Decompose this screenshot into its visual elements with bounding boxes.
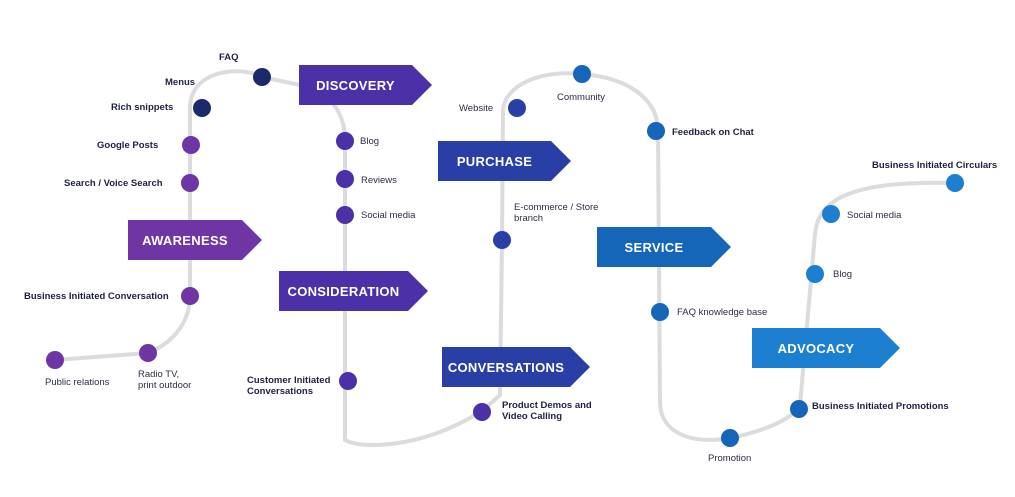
touchpoint-menus-label: Menus xyxy=(165,77,196,88)
stage-conversations: CONVERSATIONS xyxy=(442,347,590,387)
touchpoint-google-posts-dot xyxy=(181,174,199,192)
stage-awareness-label: AWARENESS xyxy=(142,232,228,248)
touchpoint-business-promotions-dot xyxy=(790,400,808,418)
touchpoint-ecommerce-label: E-commerce / Store branch xyxy=(514,202,599,224)
stage-discovery: DISCOVERY xyxy=(299,65,432,105)
touchpoint-public-relations-dot xyxy=(46,351,64,369)
touchpoint-product-demos-dot xyxy=(473,403,491,421)
journey-track-line xyxy=(53,69,957,447)
touchpoint-promotion-dot xyxy=(721,429,739,447)
touchpoint-community-label: Community xyxy=(557,92,606,103)
stage-discovery-label: DISCOVERY xyxy=(316,77,395,93)
touchpoint-social-media-2-label: Social media xyxy=(847,210,902,221)
touchpoint-blog-2-label: Blog xyxy=(833,269,853,280)
touchpoint-business-promotions-label: Business Initiated Promotions xyxy=(812,401,949,412)
touchpoint-blog-dot xyxy=(336,132,354,150)
touchpoint-search-voice-label: Search / Voice Search xyxy=(64,178,163,189)
touchpoint-social-media-2-dot xyxy=(822,205,840,223)
stage-conversations-arrow xyxy=(442,347,590,387)
touchpoint-radio-tv-label: Radio TV, print outdoor xyxy=(138,369,192,391)
touchpoint-feedback-chat-dot xyxy=(647,122,665,140)
touchpoint-google-posts-label: Google Posts xyxy=(97,140,159,151)
stage-consideration: CONSIDERATION xyxy=(279,271,428,311)
touchpoint-radio-tv-dot xyxy=(139,344,157,362)
stage-purchase-label: PURCHASE xyxy=(456,153,533,169)
touchpoint-website-label: Website xyxy=(459,103,494,114)
touchpoint-business-conversation-dot xyxy=(181,287,199,305)
touchpoint-business-conversation-label: Business Initiated Conversation xyxy=(24,291,169,302)
touchpoint-business-circulars-dot xyxy=(946,174,964,192)
stage-conversations-label: CONVERSATIONS xyxy=(447,359,565,375)
stage-purchase-arrow xyxy=(438,141,571,181)
touchpoint-ecommerce-dot xyxy=(493,231,511,249)
touchpoint-reviews-dot xyxy=(336,170,354,188)
stage-service: SERVICE xyxy=(597,227,731,267)
touchpoint-menus-dot xyxy=(193,99,211,117)
stage-purchase: PURCHASE xyxy=(438,141,571,181)
touchpoint-social-media-dot xyxy=(336,206,354,224)
touchpoint-feedback-chat-label: Feedback on Chat xyxy=(672,127,754,138)
touchpoint-social-media-label: Social media xyxy=(361,210,416,221)
touchpoint-customer-conversations-label: Customer Initiated Conversations xyxy=(247,375,331,397)
touchpoint-faq-dot xyxy=(253,68,271,86)
stage-service-arrow xyxy=(597,227,731,267)
touchpoint-promotion-label: Promotion xyxy=(708,453,752,464)
stage-advocacy-label: ADVOCACY xyxy=(777,340,855,356)
touchpoint-blog-label: Blog xyxy=(360,136,380,147)
stage-advocacy: ADVOCACY xyxy=(752,328,900,368)
stage-consideration-label: CONSIDERATION xyxy=(287,283,400,299)
stage-advocacy-arrow xyxy=(752,328,900,368)
touchpoint-community-dot xyxy=(573,65,591,83)
touchpoint-website-dot xyxy=(508,99,526,117)
stage-awareness: AWARENESS xyxy=(128,220,262,260)
touchpoint-public-relations-label: Public relations xyxy=(45,377,110,388)
touchpoint-business-circulars-label: Business Initiated Circulars xyxy=(872,160,998,171)
touchpoint-product-demos-label: Product Demos and Video Calling xyxy=(502,400,592,422)
touchpoint-faq-label: FAQ xyxy=(219,52,239,63)
touchpoint-customer-conversations-dot xyxy=(339,372,357,390)
stage-discovery-arrow xyxy=(299,65,432,105)
touchpoint-reviews-label: Reviews xyxy=(361,175,397,186)
touchpoint-faq-kb-dot xyxy=(651,303,669,321)
stage-service-label: SERVICE xyxy=(624,239,684,255)
touchpoint-blog-2-dot xyxy=(806,265,824,283)
stage-consideration-arrow xyxy=(279,271,428,311)
touchpoint-rich-snippets-dot xyxy=(182,136,200,154)
stage-awareness-arrow xyxy=(128,220,262,260)
touchpoint-faq-kb-label: FAQ knowledge base xyxy=(677,307,768,318)
touchpoint-rich-snippets-label: Rich snippets xyxy=(111,102,174,113)
